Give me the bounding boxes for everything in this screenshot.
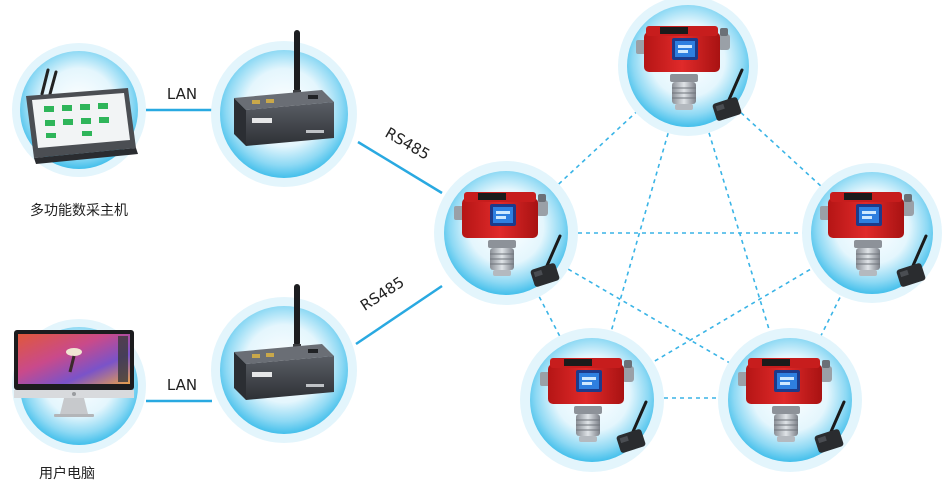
pc-node xyxy=(12,319,146,453)
detector-node-right xyxy=(802,163,942,303)
rs485-link-top xyxy=(357,140,443,195)
detector-node-top xyxy=(618,0,758,136)
rs485-label-bottom: RS485 xyxy=(357,273,408,315)
pc-caption: 用户电脑 xyxy=(39,465,95,482)
rs485-label-top: RS485 xyxy=(382,124,433,164)
rs485-link-bottom xyxy=(355,284,443,346)
detector-node-bottom-left xyxy=(520,328,664,472)
user-computer-image xyxy=(14,330,134,417)
router-node-bottom xyxy=(211,284,357,443)
host-caption: 多功能数采主机 xyxy=(30,202,128,219)
host-node xyxy=(12,43,146,177)
connections xyxy=(146,108,443,403)
detector-node-left xyxy=(434,161,578,305)
data-collector-host-image xyxy=(26,68,138,164)
lan-label-top: LAN xyxy=(167,85,197,103)
mesh-line xyxy=(591,232,873,399)
detector-node-bottom-right xyxy=(718,328,862,472)
lan-label-bottom: LAN xyxy=(167,376,197,394)
router-node-top xyxy=(211,30,357,187)
